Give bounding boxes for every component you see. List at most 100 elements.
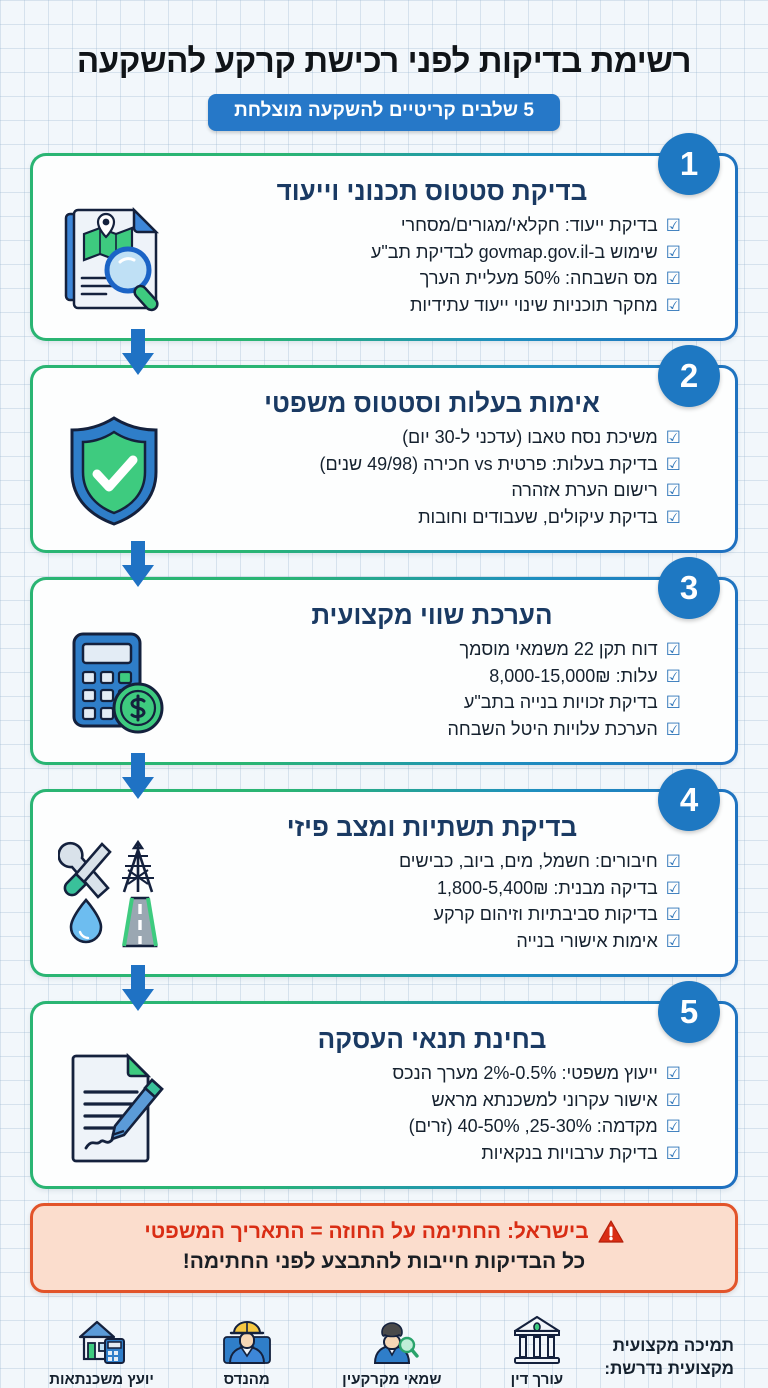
courthouse-icon xyxy=(510,1309,564,1367)
professional-label: מהנדס xyxy=(223,1371,270,1388)
footer-label: תמיכה מקצועית מקצועית נדרשת: xyxy=(604,1309,734,1381)
step-number-badge: 2 xyxy=(658,344,720,407)
step-content-1: בדיקת סטטוס תכנוני וייעוד ☑ בדיקת ייעוד: … xyxy=(183,172,681,319)
footer-label-line-2: מקצועית נדרשת: xyxy=(604,1359,734,1379)
step-title: בדיקת סטטוס תכנוני וייעוד xyxy=(276,175,588,206)
warning-box: בישראל: החתימה על החוזה = התאריך המשפטי … xyxy=(30,1202,738,1294)
professional-label: שמאי מקרקעין xyxy=(342,1371,442,1388)
step-card-body-1: בדיקת סטטוס תכנוני וייעוד ☑ בדיקת ייעוד: … xyxy=(30,153,738,341)
checklist-item-label: בדיקת עיקולים, שעבודים וחובות xyxy=(418,506,658,527)
check-icon: ☑ xyxy=(665,693,681,713)
step-title: אימות בעלות וסטטוס משפטי xyxy=(264,387,600,418)
checklist-item: ☑ רישום הערת אזהרה xyxy=(183,478,681,504)
step-card-body-2: אימות בעלות וסטטוס משפטי ☑משיכת נסח טאבו… xyxy=(30,365,738,553)
checklist-item: ☑ בדיקת בעלות: פרטית vs חכירה (49/98 שנים… xyxy=(183,452,681,478)
arrow-down-icon xyxy=(116,540,160,587)
check-icon: ☑ xyxy=(665,640,681,660)
checklist-item-label: בדיקה מבנית: 1,800-5,400₪ xyxy=(437,877,658,898)
steps-list: 1 xyxy=(0,132,768,1189)
step-title: בדיקת תשתיות ומצב פיזי xyxy=(286,811,578,842)
step-title: הערכת שווי מקצועית xyxy=(311,599,553,630)
check-icon: ☑ xyxy=(665,216,681,236)
checklist-item-label: מס השבחה: 50% מעליית הערך xyxy=(419,268,658,289)
check-icon: ☑ xyxy=(665,295,681,315)
checklist-item-label: בדיקת ייעוד: חקלאי/מגורים/מסחרי xyxy=(400,215,658,236)
step-card-2: 2 אימות בעלות וסטטוס משפטי ☑משיכת נסח טא… xyxy=(30,344,738,587)
calculator-coin-icon xyxy=(55,618,173,748)
checklist-item-label: בדיקת בעלות: פרטית vs חכירה (49/98 שנים) xyxy=(319,453,658,474)
checklist-item-label: רישום הערת אזהרה xyxy=(511,480,658,501)
check-icon: ☑ xyxy=(665,269,681,289)
step-content-2: אימות בעלות וסטטוס משפטי ☑משיכת נסח טאבו… xyxy=(183,384,681,531)
check-icon: ☑ xyxy=(665,878,681,898)
step-title: בחינת תנאי העסקה xyxy=(317,1023,547,1054)
checklist-item: ☑ מס השבחה: 50% מעליית הערך xyxy=(183,266,681,292)
house-calculator-icon xyxy=(75,1309,129,1367)
arrow-down-icon xyxy=(116,964,160,1011)
checklist-item: ☑שימוש ב-govmap.gov.il לבדיקת תב"ע xyxy=(183,240,681,266)
checklist-item-label: עלות: 8,000-15,000₪ xyxy=(489,665,658,686)
check-icon: ☑ xyxy=(665,931,681,951)
checklist-item: ☑ אימות אישורי בנייה xyxy=(183,929,681,955)
checklist-item-label: בדיקת ערבויות בנקאיות xyxy=(481,1142,658,1163)
step-card-body-5: בחינת תנאי העסקה ☑ ייעוץ משפטי: 0.5%-2% מ… xyxy=(30,1001,738,1189)
tools-powerline-water-road-icon xyxy=(55,830,173,960)
professional-label: יועץ משכנתאות xyxy=(49,1371,154,1388)
step-card-1: 1 xyxy=(30,132,738,375)
check-icon: ☑ xyxy=(665,454,681,474)
checklist-item: ☑ אישור עקרוני למשכנתא מראש xyxy=(183,1088,682,1114)
checklist-item-label: אישור עקרוני למשכנתא מראש xyxy=(431,1089,658,1110)
step-number-badge: 1 xyxy=(658,132,720,195)
check-icon: ☑ xyxy=(665,428,681,448)
check-icon: ☑ xyxy=(665,507,681,527)
step-content-4: בדיקת תשתיות ומצב פיזי ☑ חיבורים: חשמל, מ… xyxy=(183,808,681,955)
checklist-item: ☑הערכת עלויות היטל השבחה xyxy=(183,717,681,743)
subtitle-badge: 5 שלבים קריטיים להשקעה מוצלחת xyxy=(208,93,560,131)
step-card-body-4: בדיקת תשתיות ומצב פיזי ☑ חיבורים: חשמל, מ… xyxy=(30,789,738,977)
footer: תמיכה מקצועית מקצועית נדרשת: עורך דין xyxy=(0,1309,768,1388)
arrow-down-icon xyxy=(116,328,160,375)
checklist-item: ☑משיכת נסח טאבו (עדכני ל-30 יום) xyxy=(183,425,681,451)
checklist: ☑ ייעוץ משפטי: 0.5%-2% מערך הנכס ☑ אישור ע… xyxy=(183,1061,681,1166)
check-icon: ☑ xyxy=(665,852,681,872)
step-card-5: 5 בחינת תנאי העסקה ☑ xyxy=(30,980,738,1189)
check-icon: ☑ xyxy=(665,1090,681,1110)
header: רשימת בדיקות לפני רכישת קרקע להשקעה 5 של… xyxy=(0,0,768,131)
warning-line-1: בישראל: החתימה על החוזה = התאריך המשפטי xyxy=(51,1219,717,1245)
checklist-item-label: מקדמה: 25-30%, 40-50% (זרים) xyxy=(408,1116,658,1137)
warning-triangle-icon xyxy=(598,1220,624,1243)
step-number-badge: 3 xyxy=(658,556,720,619)
engineer-helmet-icon xyxy=(220,1309,274,1367)
step-card-3: 3 xyxy=(30,556,738,799)
step-content-3: הערכת שווי מקצועית ☑דוח תקן 22 משמאי מוס… xyxy=(183,596,681,743)
professional-lawyer: עורך דין xyxy=(485,1309,589,1388)
check-icon: ☑ xyxy=(665,481,681,501)
check-icon: ☑ xyxy=(665,1064,681,1084)
checklist-item-label: אימות אישורי בנייה xyxy=(516,930,658,951)
checklist-item: ☑ בדיקת ייעוד: חקלאי/מגורים/מסחרי xyxy=(183,213,681,239)
check-icon: ☑ xyxy=(665,905,681,925)
checklist-item: ☑ חיבורים: חשמל, מים, ביוב, כבישים xyxy=(183,849,681,875)
checklist: ☑משיכת נסח טאבו (עדכני ל-30 יום) ☑ בדיקת … xyxy=(183,425,681,530)
professional-engineer: מהנדס xyxy=(195,1309,299,1388)
professional-appraiser: שמאי מקרקעין xyxy=(340,1309,444,1388)
step-card-4: 4 xyxy=(30,768,738,1011)
checklist-item-label: חיבורים: חשמל, מים, ביוב, כבישים xyxy=(398,851,658,872)
checklist-item: ☑ בדיקת עיקולים, שעבודים וחובות xyxy=(183,505,681,531)
checklist-item-label: ייעוץ משפטי: 0.5%-2% מערך הנכס xyxy=(392,1063,658,1084)
checklist-item: ☑מקדמה: 25-30%, 40-50% (זרים) xyxy=(183,1114,681,1140)
checklist-item: ☑עלות: 8,000-15,000₪ xyxy=(183,664,681,690)
checklist-item: ☑בדיקת ערבויות בנקאיות xyxy=(183,1141,681,1167)
subtitle-row: 5 שלבים קריטיים להשקעה מוצלחת xyxy=(40,93,728,131)
step-number-badge: 5 xyxy=(658,980,720,1043)
arrow-down-icon xyxy=(116,752,160,799)
checklist-item-label: בדיקת זכויות בנייה בתב"ע xyxy=(463,692,658,713)
document-map-magnifier-icon xyxy=(55,194,173,324)
appraiser-person-magnifier-icon xyxy=(365,1309,419,1367)
checklist-item: ☑בדיקות סביבתיות וזיהום קרקע xyxy=(183,902,681,928)
checklist-item: ☑מחקר תוכניות שינוי ייעוד עתידיות xyxy=(183,293,681,319)
professional-mortgage-advisor: יועץ משכנתאות xyxy=(49,1309,154,1388)
step-card-body-3: הערכת שווי מקצועית ☑דוח תקן 22 משמאי מוס… xyxy=(30,577,738,765)
contract-pen-icon xyxy=(55,1042,173,1172)
